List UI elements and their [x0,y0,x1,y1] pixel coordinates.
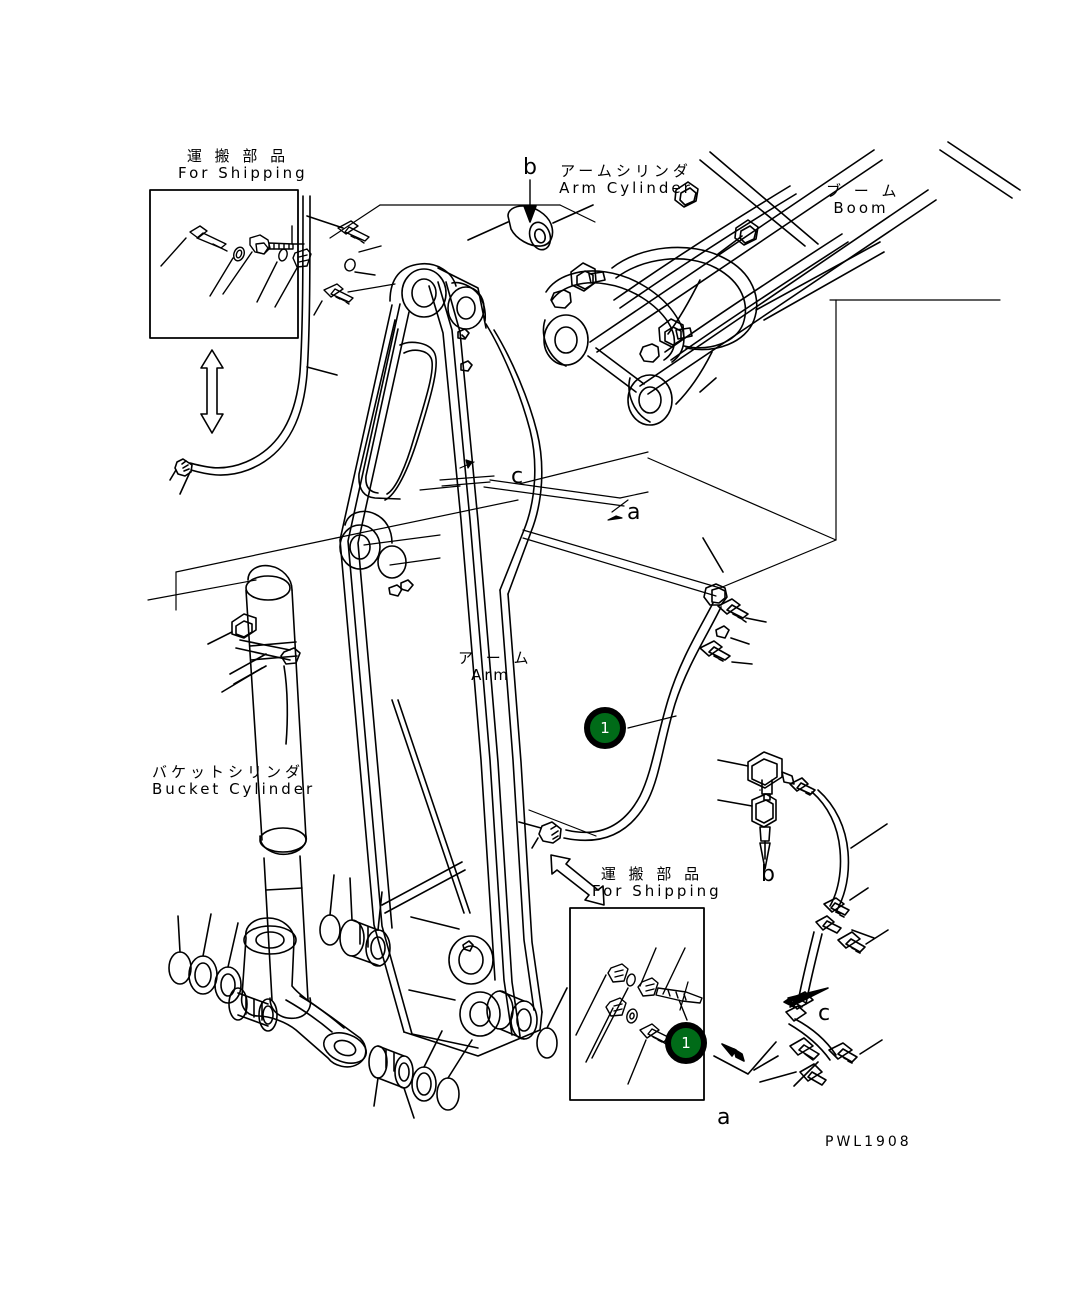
label-boom-en: Boom [833,198,889,217]
callout-b-right: b [761,862,775,887]
marker-1-shipping[interactable]: 1 [665,1022,707,1064]
label-boom-jp: ブ ー ム [826,182,901,200]
bucket-cylinder [207,564,312,1020]
bucket-linkage-parts [168,874,568,1119]
shipping-box-bottom [569,907,705,1101]
label-shipping-bottom-jp: 運 搬 部 品 [600,865,704,883]
label-arm-en: Arm [471,665,511,684]
label-shipping-bottom-en: For Shipping [592,881,722,900]
reference-lines [147,204,1001,837]
left-hose [169,195,344,495]
label-arm-cylinder-jp: アームシリンダ [560,162,692,180]
label-arm-cylinder: アームシリンダ Arm Cylinder [556,163,696,197]
marker-1-main[interactable]: 1 [584,707,626,749]
label-arm-cylinder-en: Arm Cylinder [559,178,693,197]
callout-a-arm: a [627,500,641,525]
label-boom: ブ ー ム Boom [826,182,901,217]
shipping-box-top [149,189,312,434]
marker-1-shipping-number: 1 [681,1034,691,1052]
label-shipping-top: 運 搬 部 品 For Shipping [178,147,308,182]
callout-arrow-b-top [523,179,537,223]
label-bucket-cylinder-en: Bucket Cylinder [152,779,316,798]
callout-a-bottom: a [717,1105,731,1130]
callout-c-arm: c [511,464,524,489]
arm-structure [339,262,543,1057]
bottom-right-assembly [713,751,889,1087]
right-main-hose [518,537,767,906]
label-bucket-cylinder-jp: バケットシリンダ [152,763,305,781]
label-shipping-bottom: 運 搬 部 品 For Shipping [592,865,722,900]
label-shipping-top-en: For Shipping [178,163,308,182]
boom-and-cylinder [467,141,1021,426]
label-arm-jp: ア ー ム [458,649,533,667]
callout-b-top: b [523,155,537,180]
label-arm: ア ー ム Arm [458,649,533,684]
drawing-number: PWL1908 [825,1134,912,1150]
callout-c-right: c [818,1001,831,1026]
label-shipping-top-jp: 運 搬 部 品 [186,147,290,165]
label-bucket-cylinder: バケットシリンダ Bucket Cylinder [152,763,316,798]
top-bolts [313,220,382,316]
marker-1-main-number: 1 [600,719,610,737]
